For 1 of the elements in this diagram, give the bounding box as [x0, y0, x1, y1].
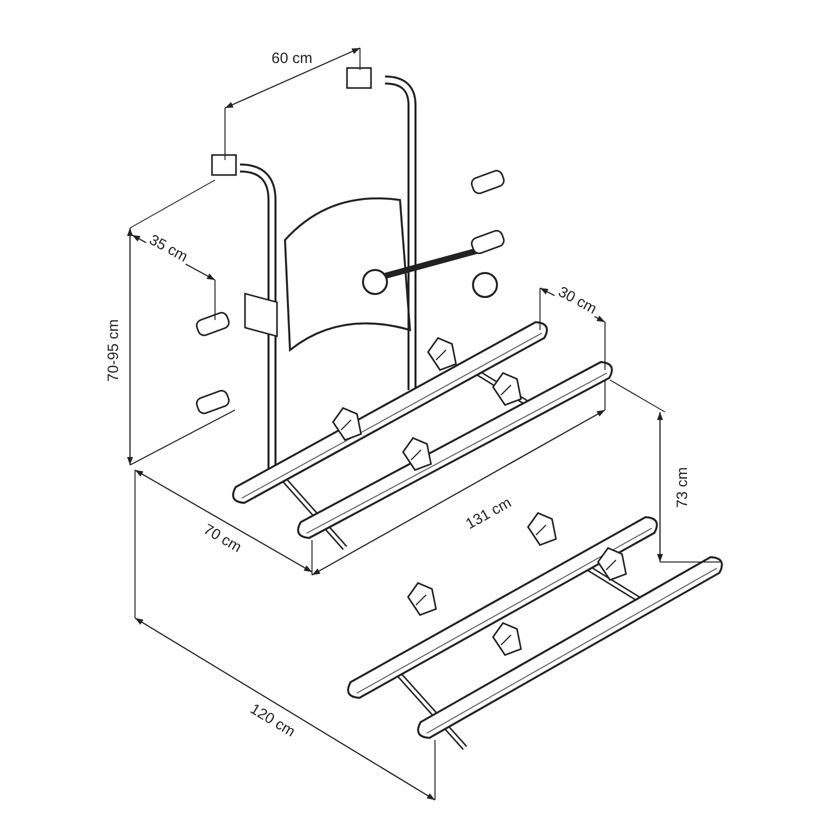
dimension-label: 60 cm — [270, 50, 314, 66]
